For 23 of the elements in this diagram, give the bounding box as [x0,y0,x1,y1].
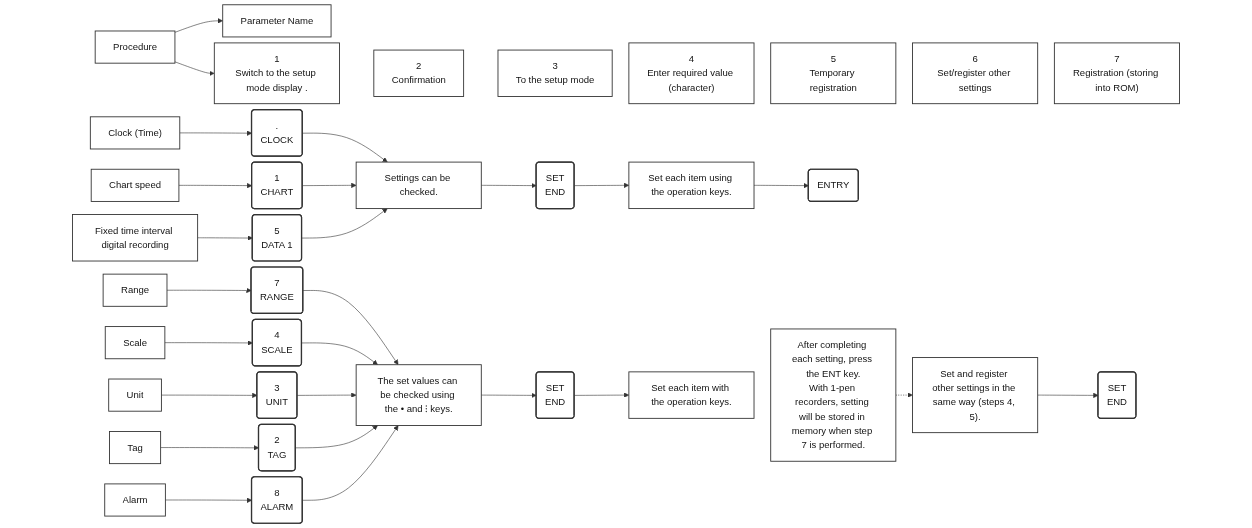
node-box: Set each item with the operation keys. [628,371,755,419]
node-box: Settings can be checked. [355,161,482,210]
node-box: 7 Registration (storing into ROM) [1053,42,1180,105]
node-box: Set each item using the operation keys. [628,161,755,210]
node-box: Scale [104,326,166,360]
node-box: 1 Switch to the setup mode display . [213,42,340,105]
node-box: The set values can be checked using the • and ⁝ keys. [355,364,482,426]
node-box: Parameter Name [222,4,332,38]
node-box: 2 Confirmation [373,49,465,97]
node-box: Alarm [104,483,166,517]
node-box: 6 Set/register other settings [912,42,1039,105]
node-box: Procedure [94,30,176,64]
node-box: Clock (Time) [89,116,181,150]
node-box: Fixed time interval digital recording [72,214,199,262]
node-box: Range [102,273,168,307]
node-box: 5 Temporary registration [770,42,897,105]
node-box: Chart speed [90,168,180,202]
node-box: Unit [108,378,162,412]
node-box: After completing each setting, press the ENT key. With 1-pen recorders, setting will be stored in memory when step 7 is performed. [770,328,897,462]
node-box: 3 To the setup mode [497,49,613,97]
node-box: 4 Enter required value (character) [628,42,755,105]
node-box: Tag [109,431,162,465]
node-box: Set and register other settings in the same way (steps 4, 5). [912,357,1039,434]
